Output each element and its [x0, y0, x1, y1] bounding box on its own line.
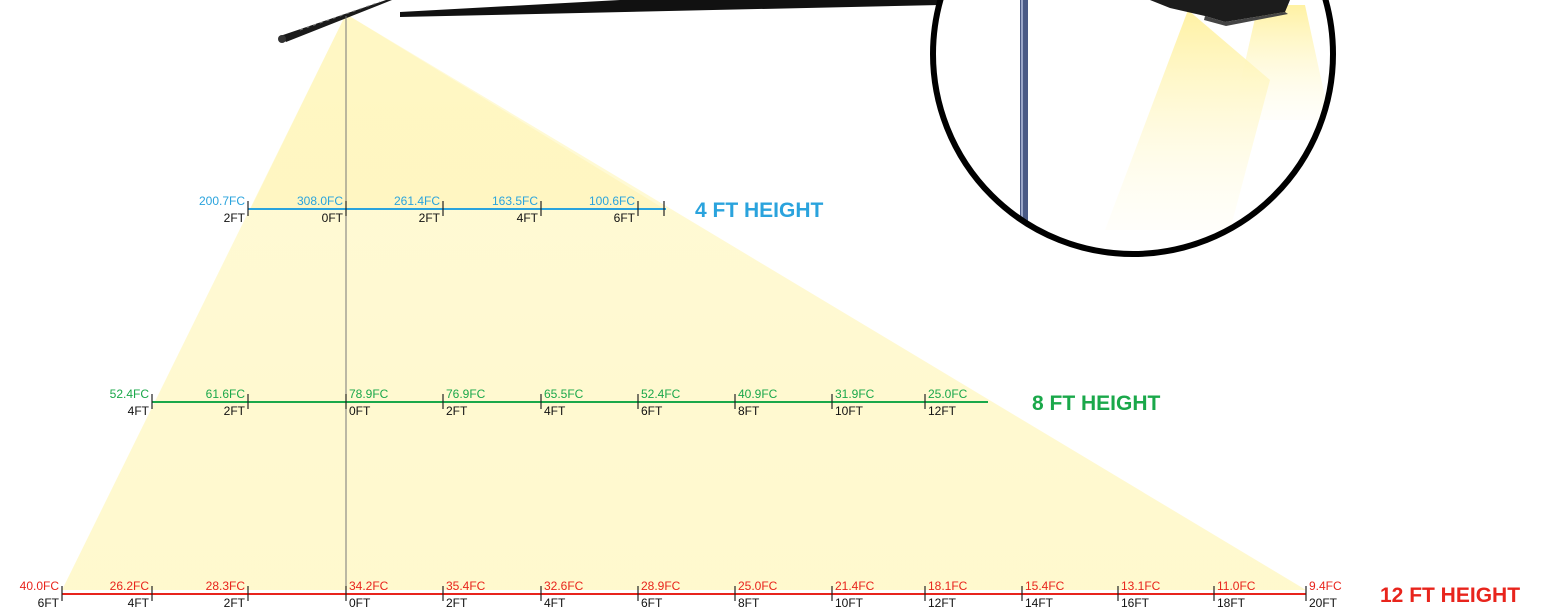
footcandle-label: 308.0FC [297, 194, 343, 208]
distance-label: 10FT [835, 404, 864, 418]
footcandle-label: 200.7FC [199, 194, 245, 208]
distance-label: 2FT [419, 211, 441, 225]
distance-label: 4FT [128, 596, 150, 610]
magnified-callout [930, 0, 1336, 257]
footcandle-label: 40.9FC [738, 387, 778, 401]
distance-label: 6FT [614, 211, 636, 225]
footcandle-label: 163.5FC [492, 194, 538, 208]
footcandle-label: 35.4FC [446, 579, 486, 593]
footcandle-label: 25.0FC [928, 387, 968, 401]
distance-label: 0FT [349, 404, 371, 418]
distance-label: 8FT [738, 404, 760, 418]
footcandle-label: 78.9FC [349, 387, 389, 401]
footcandle-label: 18.1FC [928, 579, 968, 593]
distance-label: 2FT [224, 596, 246, 610]
distance-label: 0FT [349, 596, 371, 610]
measurement-rows: 200.7FC 2FT 308.0FC 0FT 261.4FC 2FT 163.5FC 4FT… [20, 194, 1521, 610]
footcandle-label: 52.4FC [110, 387, 150, 401]
footcandle-label: 76.9FC [446, 387, 486, 401]
light-fixture [278, 0, 392, 43]
distance-label: 2FT [224, 211, 246, 225]
distance-label: 4FT [517, 211, 539, 225]
distance-label: 6FT [38, 596, 60, 610]
footcandle-label: 34.2FC [349, 579, 389, 593]
distance-label: 12FT [928, 596, 957, 610]
footcandle-label: 25.0FC [738, 579, 778, 593]
light-cone [62, 14, 1306, 590]
footcandle-label: 28.3FC [206, 579, 246, 593]
distance-label: 0FT [322, 211, 344, 225]
distance-label: 12FT [928, 404, 957, 418]
distance-label: 6FT [641, 404, 663, 418]
footcandle-label: 31.9FC [835, 387, 875, 401]
distance-label: 18FT [1217, 596, 1246, 610]
footcandle-label: 9.4FC [1309, 579, 1342, 593]
distance-label: 2FT [224, 404, 246, 418]
footcandle-label: 21.4FC [835, 579, 875, 593]
light-cone-inner [250, 14, 666, 210]
distance-label: 4FT [544, 404, 566, 418]
distance-label: 2FT [446, 596, 468, 610]
footcandle-label: 65.5FC [544, 387, 584, 401]
footcandle-label: 100.6FC [589, 194, 635, 208]
footcandle-label: 15.4FC [1025, 579, 1065, 593]
height-title: 4 FT HEIGHT [695, 199, 824, 222]
distance-label: 2FT [446, 404, 468, 418]
distance-label: 8FT [738, 596, 760, 610]
footcandle-label: 40.0FC [20, 579, 60, 593]
footcandle-label: 13.1FC [1121, 579, 1161, 593]
footcandle-label: 32.6FC [544, 579, 584, 593]
distance-label: 6FT [641, 596, 663, 610]
distance-label: 10FT [835, 596, 864, 610]
footcandle-label: 26.2FC [110, 579, 150, 593]
footcandle-label: 28.9FC [641, 579, 681, 593]
footcandle-label: 11.0FC [1217, 579, 1256, 593]
row-green: 52.4FC 4FT 61.6FC 2FT 78.9FC 0FT 76.9FC 2FT 65.5… [110, 387, 1161, 418]
distance-label: 16FT [1121, 596, 1150, 610]
callout-wedge [400, 0, 940, 17]
row-blue: 200.7FC 2FT 308.0FC 0FT 261.4FC 2FT 163.5FC 4FT… [199, 194, 824, 225]
row-red: 40.0FC 6FT 26.2FC 4FT 28.3FC 2FT 34.2FC 0FT 35.4… [20, 579, 1521, 610]
footcandle-label: 261.4FC [394, 194, 440, 208]
distance-label: 14FT [1025, 596, 1054, 610]
distance-label: 20FT [1309, 596, 1338, 610]
height-title: 8 FT HEIGHT [1032, 392, 1161, 415]
distance-label: 4FT [128, 404, 150, 418]
height-title: 12 FT HEIGHT [1380, 584, 1520, 607]
distance-label: 4FT [544, 596, 566, 610]
footcandle-label: 52.4FC [641, 387, 681, 401]
footcandle-label: 61.6FC [206, 387, 246, 401]
